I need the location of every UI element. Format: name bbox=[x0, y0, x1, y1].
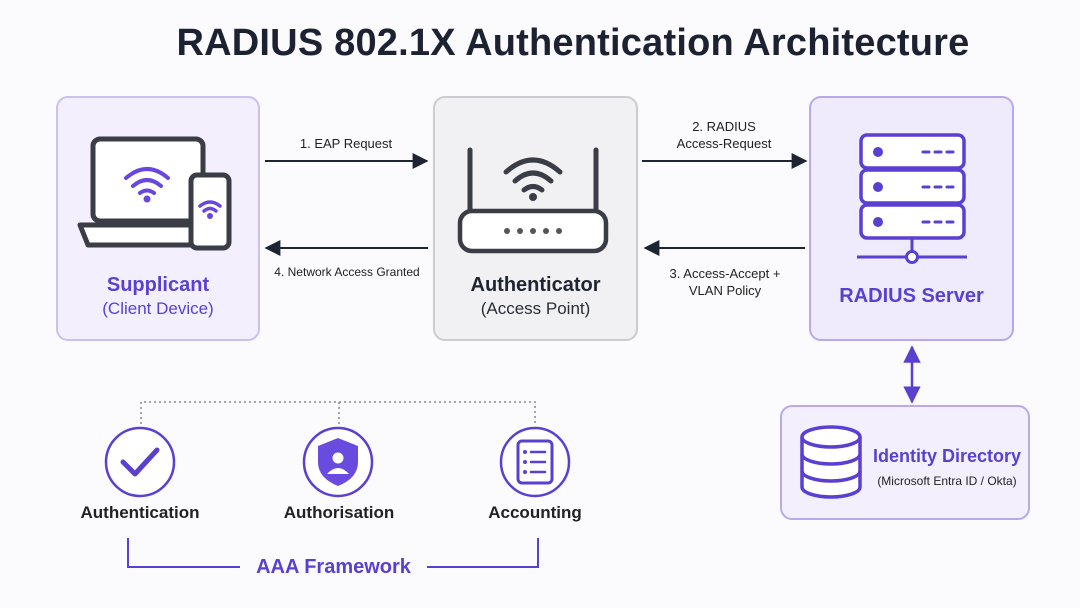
supplicant-sublabel: (Client Device) bbox=[102, 299, 214, 318]
flow-label-eap-request: 1. EAP Request bbox=[299, 136, 393, 151]
aaa-dotted-connector bbox=[140, 401, 536, 424]
aaa-item-accounting: Accounting bbox=[488, 503, 582, 522]
aaa-framework-label: AAA Framework bbox=[256, 556, 411, 578]
flow-label-network-access-granted: 4. Network Access Granted bbox=[274, 265, 420, 279]
router-icon bbox=[457, 147, 609, 254]
identity-directory-label: Identity Directory bbox=[872, 446, 1022, 466]
authenticator-label: Authenticator bbox=[470, 274, 601, 296]
flow-label-access-request: Access-Request bbox=[676, 136, 772, 151]
shield-user-icon bbox=[302, 426, 374, 498]
diagram-title: RADIUS 802.1X Authentication Architectur… bbox=[176, 22, 970, 64]
laptop-phone-icon bbox=[77, 136, 232, 251]
aaa-item-authorisation: Authorisation bbox=[283, 503, 395, 522]
identity-directory-sublabel: (Microsoft Entra ID / Okta) bbox=[877, 474, 1017, 488]
aaa-framework-bracket-left bbox=[127, 538, 240, 568]
aaa-framework-bracket-right bbox=[427, 538, 539, 568]
aaa-item-authentication: Authentication bbox=[80, 503, 200, 522]
checkmark-icon bbox=[104, 426, 176, 498]
flow-label-vlan-policy: VLAN Policy bbox=[688, 283, 762, 298]
authenticator-sublabel: (Access Point) bbox=[480, 299, 591, 318]
supplicant-label: Supplicant bbox=[106, 274, 210, 296]
server-rack-icon bbox=[857, 133, 967, 264]
radius-server-label: RADIUS Server bbox=[839, 285, 984, 307]
list-document-icon bbox=[499, 426, 571, 498]
database-icon bbox=[800, 425, 862, 499]
flow-label-radius: 2. RADIUS bbox=[692, 119, 756, 134]
flow-label-access-accept: 3. Access-Accept + bbox=[669, 266, 781, 281]
